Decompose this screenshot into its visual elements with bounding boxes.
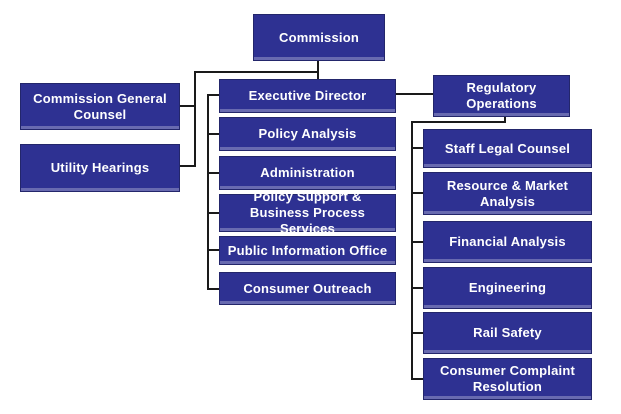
connector-executive-director-children	[207, 94, 219, 290]
node-engineering: Engineering	[423, 267, 592, 309]
node-policy-analysis: Policy Analysis	[219, 117, 396, 151]
node-commission: Commission	[253, 14, 385, 61]
node-commission-general-counsel: Commission General Counsel	[20, 83, 180, 130]
node-staff-legal-counsel: Staff Legal Counsel	[423, 129, 592, 168]
connector-regulatory-operations-children	[411, 117, 506, 380]
node-rail-safety: Rail Safety	[423, 312, 592, 354]
node-resource-market-analysis: Resource & Market Analysis	[423, 172, 592, 215]
node-financial-analysis: Financial Analysis	[423, 221, 592, 263]
node-policy-support-business-process-services: Policy Support & Business Process Servic…	[219, 189, 396, 236]
connector-left-group	[180, 71, 318, 167]
node-consumer-outreach: Consumer Outreach	[219, 272, 396, 305]
node-public-information-office: Public Information Office	[219, 236, 396, 265]
node-consumer-complaint-resolution: Consumer Complaint Resolution	[423, 358, 592, 400]
node-regulatory-operations: Regulatory Operations	[433, 75, 570, 117]
node-administration: Administration	[219, 156, 396, 190]
node-utility-hearings: Utility Hearings	[20, 144, 180, 192]
node-executive-director: Executive Director	[219, 79, 396, 113]
